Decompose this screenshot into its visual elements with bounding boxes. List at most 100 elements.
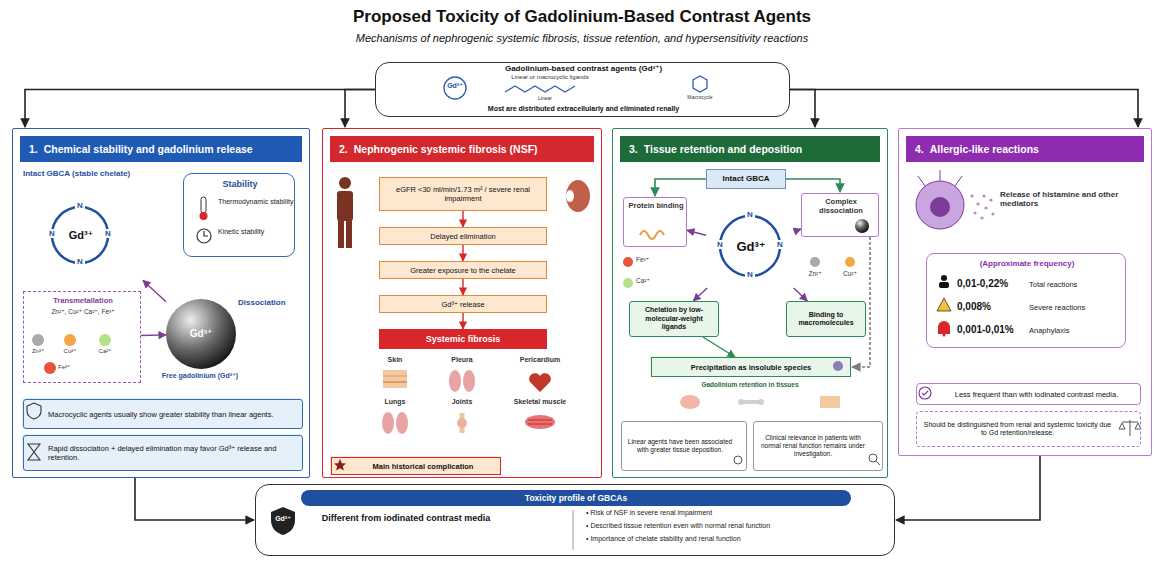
tissue-icons [738, 399, 744, 405]
panel: 2.Nephrogenic systemic fibrosis (NSF)eGF… [322, 128, 602, 478]
tissue-icons [680, 395, 880, 465]
ion-circles [623, 278, 633, 288]
node-text: 2. [339, 143, 348, 156]
note-box: Should be distinguished from renal and s… [916, 411, 1141, 447]
label-text: N [75, 201, 85, 210]
note-icons-right [1119, 423, 1141, 429]
label-text: Dissociation [238, 298, 303, 307]
header-band: 3.Tissue retention and deposition [620, 136, 880, 162]
label-text: Linear or macrocyclic ligands [480, 74, 620, 81]
note-box: Rapid dissociation + delayed elimination… [23, 435, 303, 471]
free-gadolinium: Gd³⁺ [166, 299, 236, 369]
node-text: (Approximate frequency) [927, 259, 1127, 269]
binding-icons [833, 361, 843, 371]
node-text: Greater exposure to the chelate [410, 266, 515, 275]
node-text: Kinetic stability [218, 228, 294, 236]
ligand-icons [693, 76, 707, 92]
mast-cell [976, 202, 979, 205]
tissue-icons [734, 456, 742, 464]
note-icons [28, 444, 40, 460]
mast-cell [955, 176, 962, 186]
note-fills [22, 434, 302, 470]
frequency-box: (Approximate frequency)0,01-0,22%Total r… [926, 253, 1126, 348]
node-text: Gd³⁺ [59, 229, 103, 242]
tissue-icons [820, 396, 840, 408]
connector [462, 245, 463, 261]
label-text: N [745, 210, 755, 219]
pathway-box: Complex dissociation [801, 193, 879, 237]
ligand-icons [505, 86, 575, 92]
stability-icons [201, 197, 206, 213]
process-box: Delayed elimination [379, 227, 547, 245]
node-text: Thermodynamic stability [218, 198, 294, 206]
connector [462, 211, 463, 227]
note-fills [330, 456, 500, 474]
label-text: Ca²⁺ [95, 348, 115, 355]
node-text: • Risk of NSF in severe renal impairment [586, 509, 886, 517]
connector [655, 179, 706, 196]
source-box: Gadolinium-based contrast agents (Gd³⁺)M… [375, 62, 790, 117]
node-text: 0,008% [957, 301, 1029, 313]
label-text: Gd³⁺ [271, 515, 295, 523]
label-text: Linear [525, 96, 565, 102]
ion-circles [810, 257, 820, 267]
gd-shield [271, 507, 573, 550]
label-text: Ca²⁺ [636, 277, 666, 284]
node-text: Total reactions [1029, 280, 1124, 289]
binding-icons [640, 231, 664, 239]
mast-cell [982, 194, 985, 197]
label-text: Joints [427, 398, 497, 406]
note-icons [334, 459, 346, 471]
label-text: Free gadolinium (Gd³⁺) [150, 372, 250, 380]
node-text: Gd³⁺ [190, 328, 213, 340]
ion-circles [64, 334, 76, 346]
label-text: Lungs [360, 398, 430, 406]
label-text: Macrocycle [680, 95, 720, 101]
connector [786, 179, 840, 192]
connector [143, 280, 166, 301]
connector [896, 456, 1040, 520]
label-text: Pericardium [505, 356, 575, 364]
connector [135, 478, 254, 520]
label-text: N [103, 229, 113, 238]
node-text: eGFR <30 ml/min/1.73 m² / severe renal i… [384, 185, 542, 203]
mast-cell [973, 211, 976, 214]
mast-cell [916, 170, 995, 229]
tissue-icons [742, 400, 760, 404]
connector [790, 90, 815, 128]
organ-icons [396, 412, 408, 434]
connector [141, 334, 166, 336]
kidney-icon [566, 180, 590, 212]
header-band: 1.Chemical stability and gadolinium rele… [20, 136, 302, 162]
organ-icons [383, 370, 407, 388]
node-text: Gd³⁺ [736, 239, 765, 255]
node-text: Macrocyclic agents usually show greater … [48, 410, 298, 419]
ion-circles [623, 257, 633, 267]
label-text: Skin [360, 356, 430, 364]
node-text: Should be distinguished from renal and s… [921, 421, 1114, 438]
note-fills [22, 398, 302, 428]
label-text: Cu²⁺ [60, 348, 80, 355]
tissue-icons [758, 399, 764, 405]
organ-icons [529, 373, 551, 392]
tissue-icons [869, 454, 877, 462]
node-text: • Importance of chelate stability and re… [586, 535, 886, 543]
organ-icons [525, 415, 555, 429]
node-text: 3. [629, 143, 638, 156]
label-text: Cu²⁺ [837, 270, 863, 277]
organ-icons [528, 420, 552, 421]
mast-cell [970, 194, 973, 197]
label-text: N [75, 257, 85, 266]
node-text: Systemic fibrosis [426, 334, 501, 345]
label-text: Fe³⁺ [636, 256, 666, 263]
connector [693, 288, 707, 301]
label-text: N [47, 229, 57, 238]
node-text: Intact GBCA [722, 174, 769, 184]
gd-shield [271, 507, 295, 535]
organ-icons [383, 376, 407, 377]
note-fills [22, 356, 850, 474]
stability-box: StabilityThermodynamic stabilityKinetic … [183, 173, 295, 257]
result-box: Precipitation as insoluble species [651, 357, 851, 377]
transmetallation-box: TransmetallationZn²⁺, Cu²⁺ Ca²⁺, Fe³⁺ [23, 291, 141, 383]
stability-icons [204, 231, 208, 236]
